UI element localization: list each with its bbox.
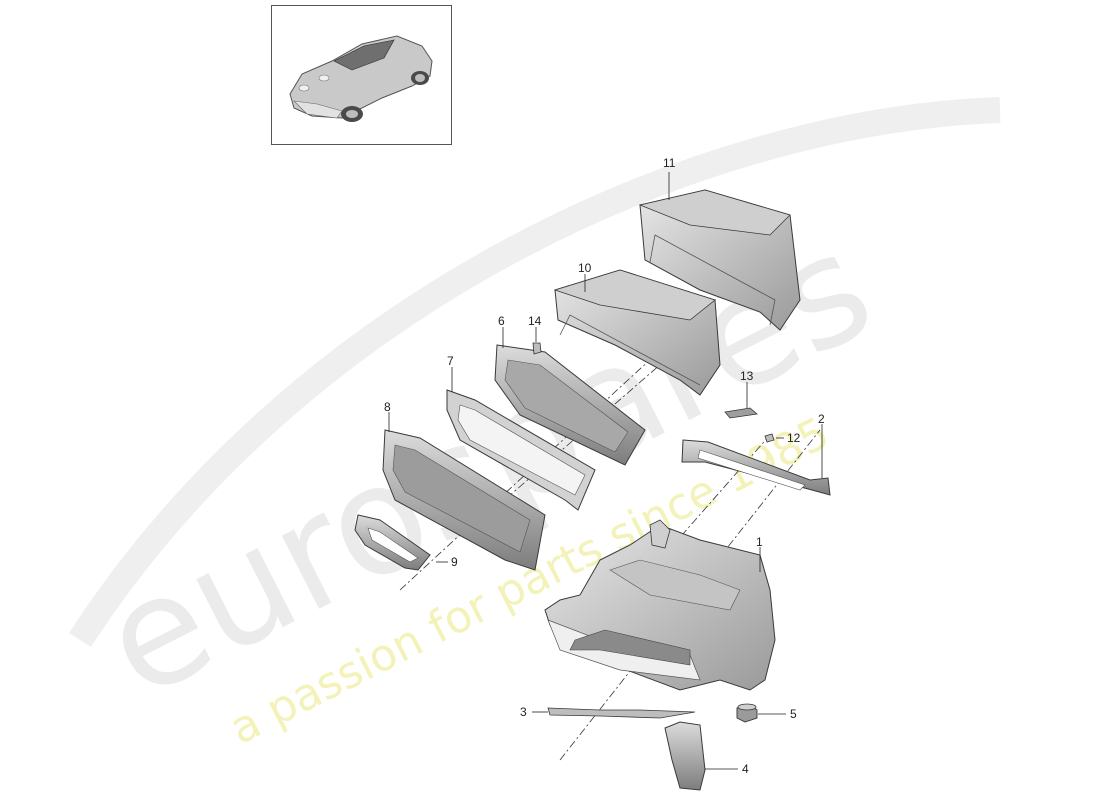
part-6-grille-frame (494, 344, 646, 466)
callout-13: 13 (740, 369, 754, 383)
callout-14: 14 (528, 314, 542, 328)
part-8-grille (382, 429, 546, 571)
watermark: eurospares a passion for parts since 198… (69, 97, 1001, 755)
callout-5: 5 (790, 707, 797, 721)
callout-11: 11 (663, 156, 676, 170)
part-10-air-duct (553, 269, 721, 396)
part-11-air-duct (638, 189, 801, 331)
watermark-swoosh (69, 97, 1001, 648)
callout-8: 8 (384, 400, 391, 414)
part-12-screw (764, 433, 775, 443)
part-9-side-grille (354, 514, 431, 571)
part-13-bracket (724, 407, 758, 419)
callout-2: 2 (818, 412, 825, 426)
car-thumbnail (271, 5, 452, 145)
part-14-clip (532, 342, 542, 355)
callout-3: 3 (520, 705, 527, 719)
callout-6: 6 (498, 314, 505, 328)
part-5-cap (736, 703, 758, 723)
part-3-trim-strip (547, 707, 696, 719)
part-7-grille-frame (446, 389, 596, 511)
callout-9: 9 (451, 555, 458, 569)
callouts: 11 10 6 14 7 8 13 2 12 9 1 3 5 4 (384, 156, 825, 776)
callout-7: 7 (447, 354, 454, 368)
car-icon (289, 35, 433, 122)
part-2-side-frame (681, 439, 831, 496)
callout-12: 12 (787, 431, 801, 445)
leader-lines (388, 172, 823, 770)
part-4-cover (664, 721, 706, 791)
callout-10: 10 (578, 261, 592, 275)
callout-4: 4 (742, 762, 749, 776)
callout-1: 1 (756, 535, 763, 549)
part-1-carrier (544, 519, 776, 691)
